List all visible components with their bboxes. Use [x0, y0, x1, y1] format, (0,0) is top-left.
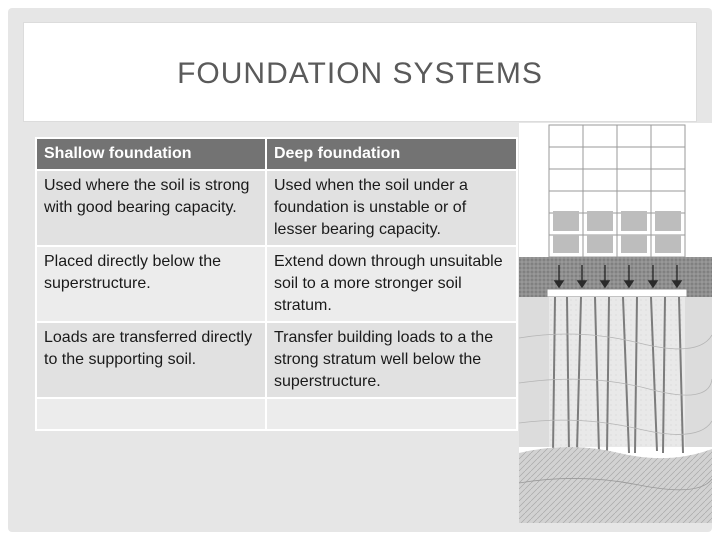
table-row-empty [35, 397, 518, 431]
table-cell: Loads are transferred directly to the su… [35, 321, 267, 399]
table-cell: Used when the soil under a foundation is… [265, 169, 518, 247]
table-cell [35, 397, 267, 431]
slide-title: Foundation Systems [177, 57, 543, 90]
table-cell: Extend down through unsuitable soil to a… [265, 245, 518, 323]
table-cell: Used where the soil is strong with good … [35, 169, 267, 247]
title-band: Foundation Systems [23, 22, 697, 122]
table-header-row: Shallow foundation Deep foundation [35, 137, 518, 171]
table-cell: Transfer building loads to a the strong … [265, 321, 518, 399]
table-row: Loads are transferred directly to the su… [35, 321, 518, 399]
table-cell [265, 397, 518, 431]
table-cell: Placed directly below the superstructure… [35, 245, 267, 323]
table-row: Placed directly below the superstructure… [35, 245, 518, 323]
deep-foundation-piles-illustration [518, 123, 713, 523]
comparison-table: Shallow foundation Deep foundation Used … [35, 137, 518, 431]
header-deep: Deep foundation [265, 137, 518, 171]
table-row: Used where the soil is strong with good … [35, 169, 518, 247]
header-shallow: Shallow foundation [35, 137, 267, 171]
